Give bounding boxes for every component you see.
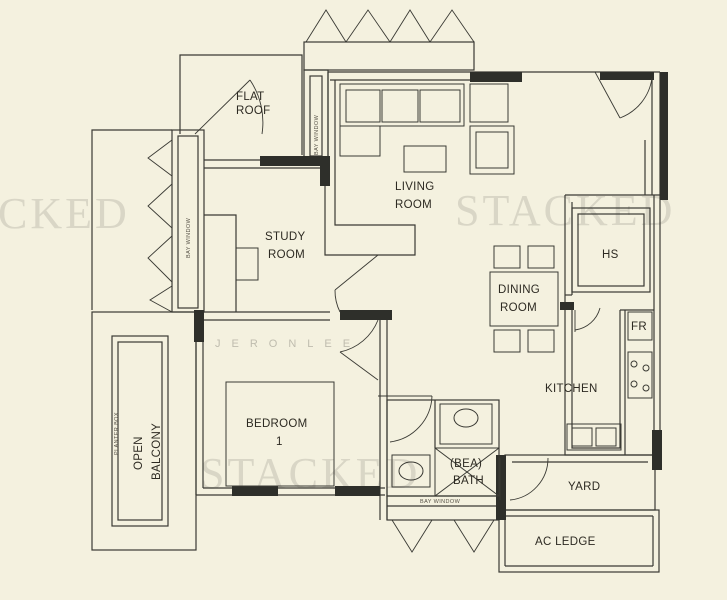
planter-box-label: PLANTER BOX [114,412,120,455]
living-room-label-line1: LIVING [395,181,435,193]
watermarks: CKED STACKED STACKED JERONLEE [0,186,675,498]
doors [334,71,653,501]
dining-room-label-line2: ROOM [500,302,537,314]
ac-ledge-label: AC LEDGE [535,536,596,548]
bay-window-living-label: BAY WINDOW [314,114,320,155]
structural-walls [194,72,668,520]
living-room-label-line2: ROOM [395,199,432,211]
open-balcony-area [91,311,197,551]
study-room-label-line1: STUDY [265,231,306,243]
bed [225,381,335,487]
watermark-left: CKED [0,189,130,238]
flat-roof-label-line1: FLAT [236,91,264,103]
room-labels: FLAT ROOF LIVING ROOM STUDY ROOM DINING … [133,91,647,548]
hs-label: HS [602,249,619,261]
bath-fixtures [391,403,500,497]
kitchen-label: KITCHEN [545,383,598,395]
bay-window-bath-label: BAY WINDOW [420,499,461,505]
watermark-right: STACKED [455,186,675,235]
open-balcony-label-line2: BALCONY [151,423,163,480]
living-furniture [339,83,515,175]
watermark-middle: JERONLEE [215,338,361,350]
small-labels: BAY WINDOW BAY WINDOW BAY WINDOW PLANTER… [114,114,461,505]
living-bay-window [303,9,475,161]
kitchen-fixtures [566,311,653,451]
dining-set [489,245,559,353]
fr-label: FR [631,321,647,333]
flat-roof-area [179,54,303,155]
bay-window-study-label: BAY WINDOW [186,217,192,258]
bath-label-line1: (BEA) [450,458,482,470]
bedroom-label-line2: 1 [276,436,283,448]
study-room-label-line2: ROOM [268,249,305,261]
yard-label: YARD [568,481,600,493]
bath-label-line2: BATH [453,475,484,487]
bedroom-label-line1: BEDROOM [246,418,308,430]
flat-roof-label-line2: ROOF [236,105,270,117]
open-balcony-label-line1: OPEN [133,436,145,470]
dining-room-label-line1: DINING [498,284,540,296]
